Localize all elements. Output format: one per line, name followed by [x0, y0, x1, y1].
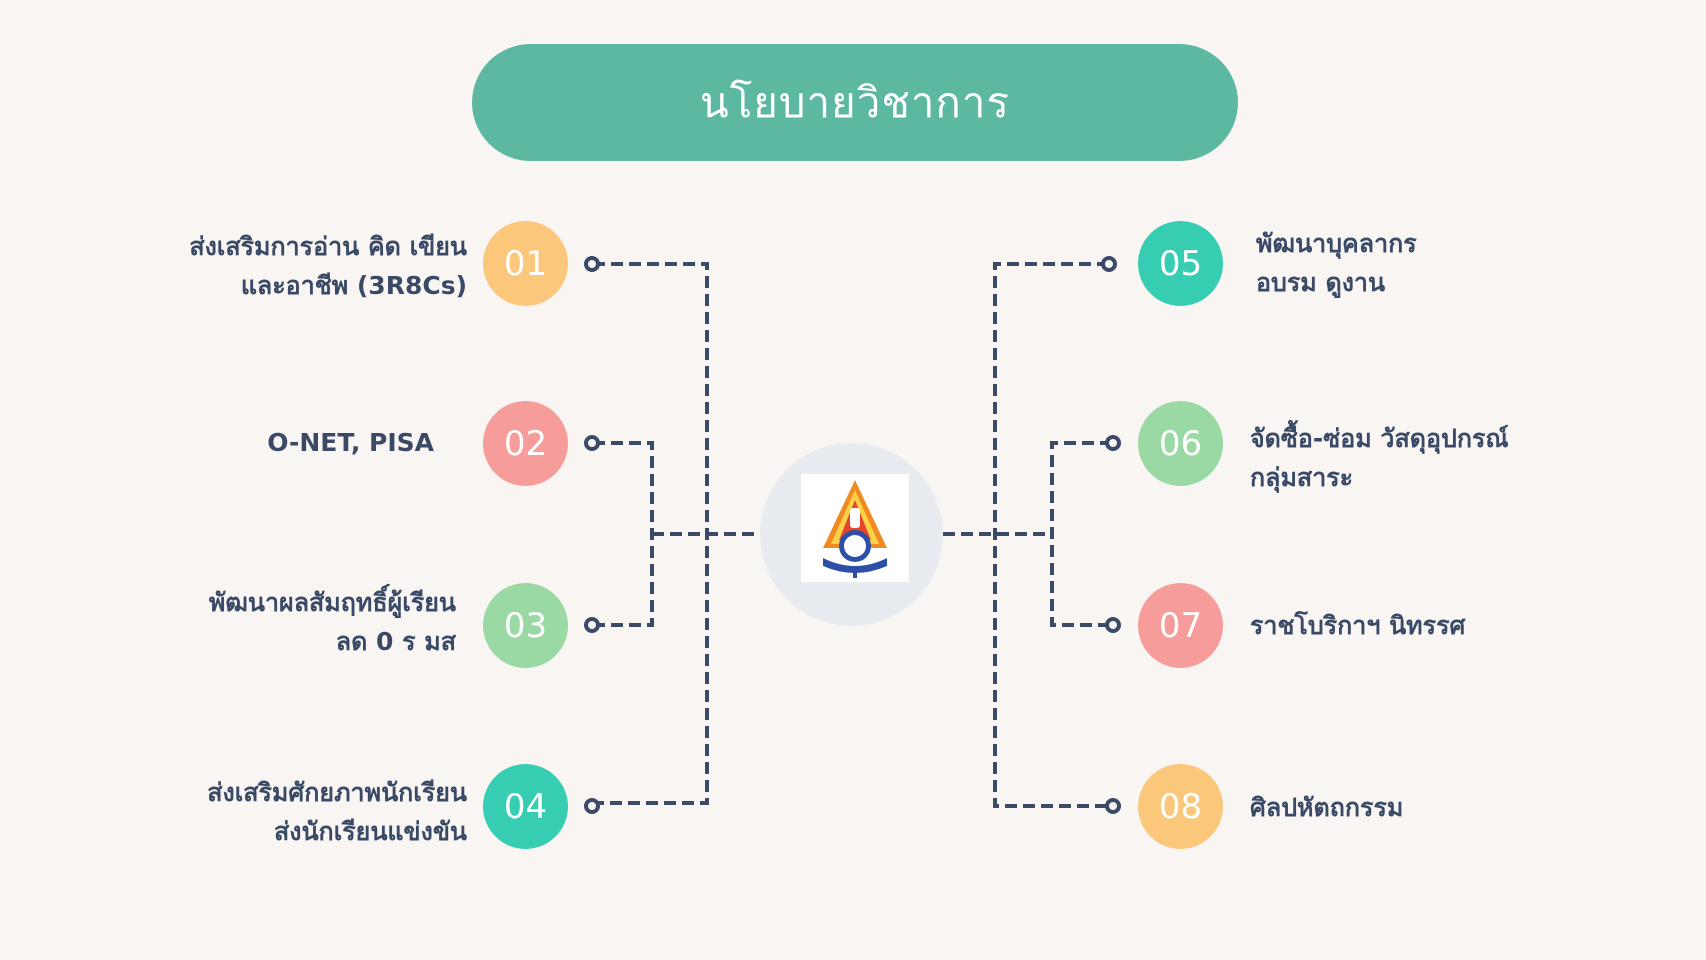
connector-05: [993, 262, 1111, 808]
badge-01-number: 01: [503, 243, 548, 284]
label-08-line-1: ศิลปหัตถกรรม: [1250, 793, 1404, 822]
endpoint-06: [1105, 435, 1121, 451]
endpoint-03: [584, 617, 600, 633]
label-01: ส่งเสริมการอ่าน คิด เขียน และอาชีพ (3R8C…: [189, 227, 467, 305]
label-01-line-1: ส่งเสริมการอ่าน คิด เขียน: [189, 232, 467, 261]
label-07: ราชโบริกาฯ นิทรรศ: [1250, 606, 1465, 645]
endpoint-01: [584, 256, 600, 272]
label-02-line-1: O-NET, PISA: [267, 428, 434, 457]
label-03: พัฒนาผลสัมฤทธิ์ผู้เรียน ลด 0 ร มส: [209, 583, 456, 661]
badge-02-number: 02: [503, 423, 548, 464]
badge-01: 01: [483, 221, 568, 306]
badge-04-number: 04: [503, 786, 548, 827]
badge-08-number: 08: [1158, 786, 1203, 827]
badge-02: 02: [483, 401, 568, 486]
badge-05: 05: [1138, 221, 1223, 306]
label-05-line-2: อบรม ดูงาน: [1256, 268, 1386, 297]
endpoint-05: [1101, 256, 1117, 272]
label-06-line-2: กลุ่มสาระ: [1250, 463, 1354, 492]
connector-06: [1050, 441, 1112, 627]
badge-04: 04: [483, 764, 568, 849]
badge-06: 06: [1138, 401, 1223, 486]
label-08: ศิลปหัตถกรรม: [1250, 788, 1403, 827]
school-emblem-icon: [823, 480, 887, 578]
endpoint-07: [1105, 617, 1121, 633]
badge-06-number: 06: [1158, 423, 1203, 464]
label-06: จัดซื้อ-ซ่อม วัสดุอุปกรณ์ กลุ่มสาระ: [1250, 419, 1509, 497]
label-04: ส่งเสริมศักยภาพนักเรียน ส่งนักเรียนแข่งข…: [207, 773, 467, 851]
label-01-line-2: และอาชีพ (3R8Cs): [240, 271, 467, 300]
school-emblem: [801, 474, 909, 582]
label-03-line-2: ลด 0 ร มส: [335, 627, 456, 656]
label-05-line-1: พัฒนาบุคลากร: [1256, 229, 1417, 258]
endpoint-02: [584, 435, 600, 451]
label-05: พัฒนาบุคลากร อบรม ดูงาน: [1256, 224, 1417, 302]
label-04-line-1: ส่งเสริมศักยภาพนักเรียน: [207, 778, 467, 807]
badge-03-number: 03: [503, 605, 548, 646]
badge-03: 03: [483, 583, 568, 668]
badge-07-number: 07: [1158, 605, 1203, 646]
label-02: O-NET, PISA: [267, 423, 434, 462]
badge-05-number: 05: [1158, 243, 1203, 284]
badge-07: 07: [1138, 583, 1223, 668]
label-04-line-2: ส่งนักเรียนแข่งขัน: [274, 817, 467, 846]
page-title-text: นโยบายวิชาการ: [700, 77, 1010, 127]
label-06-line-1: จัดซื้อ-ซ่อม วัสดุอุปกรณ์: [1250, 424, 1509, 453]
page-title: นโยบายวิชาการ: [472, 44, 1238, 161]
badge-08: 08: [1138, 764, 1223, 849]
label-07-line-1: ราชโบริกาฯ นิทรรศ: [1250, 611, 1466, 640]
connector-02: [593, 441, 654, 627]
label-03-line-1: พัฒนาผลสัมฤทธิ์ผู้เรียน: [208, 588, 456, 617]
endpoint-04: [584, 798, 600, 814]
endpoint-08: [1105, 798, 1121, 814]
